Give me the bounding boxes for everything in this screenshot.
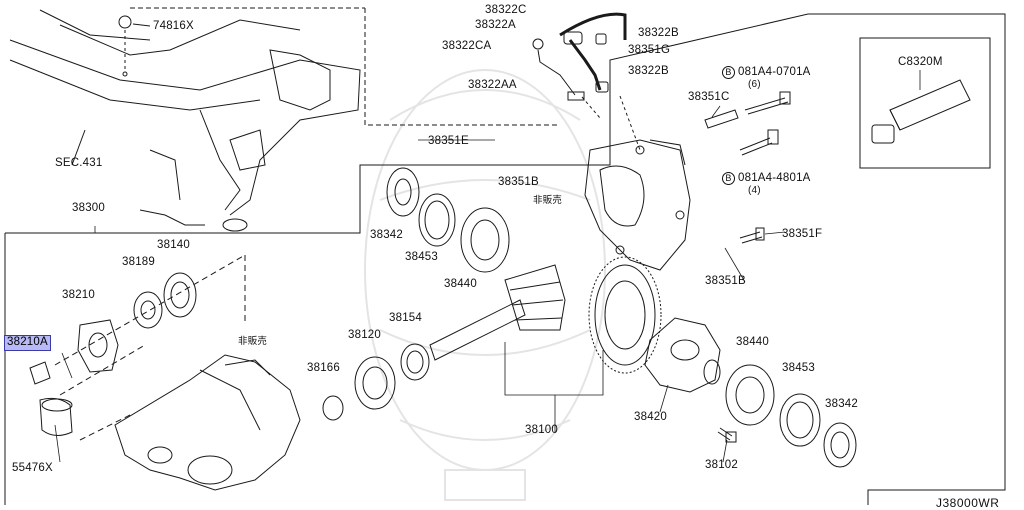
- rear-cover: [584, 139, 691, 271]
- label-081A4-0701A: 081A4-0701A: [738, 66, 811, 78]
- label-74816X: 74816X: [153, 20, 194, 32]
- label-38102: 38102: [705, 459, 738, 471]
- drive-pinion: [429, 264, 566, 361]
- label-38351C: 38351C: [688, 91, 730, 103]
- label-38351E: 38351E: [428, 135, 469, 147]
- label-38420: 38420: [634, 411, 667, 423]
- label-38166: 38166: [307, 362, 340, 374]
- companion-flange-group: [29, 272, 197, 436]
- label-38210A-highlighted[interactable]: 38210A: [4, 335, 51, 351]
- leader-lines: [54, 70, 921, 463]
- label-38300: 38300: [72, 202, 105, 214]
- label-38351B-right: 38351B: [705, 275, 746, 287]
- label-38440-left: 38440: [444, 278, 477, 290]
- bearing-group-lower: [717, 364, 857, 468]
- diff-case: [644, 317, 721, 393]
- label-38453-right: 38453: [782, 362, 815, 374]
- pinion-bearings: [322, 343, 430, 421]
- diagram-code: J38000WR: [936, 496, 1000, 510]
- crossmember-sketch: [9, 9, 361, 232]
- label-38351G: 38351G: [628, 44, 671, 56]
- carrier-housing: [114, 354, 301, 491]
- label-qty-6: (6): [748, 79, 761, 90]
- label-38342-right: 38342: [825, 398, 858, 410]
- label-38100: 38100: [525, 424, 558, 436]
- ring-gear: [588, 256, 662, 374]
- label-38322A: 38322A: [475, 19, 516, 31]
- label-081A4-4801A: 081A4-4801A: [738, 172, 811, 184]
- label-38351F: 38351F: [782, 228, 823, 240]
- label-not-for-sale-upper: 非販売: [533, 195, 563, 206]
- label-SEC431: SEC.431: [55, 157, 103, 169]
- label-38154: 38154: [389, 312, 422, 324]
- label-55476X: 55476X: [12, 462, 53, 474]
- circled-b-icon: B: [722, 66, 735, 79]
- label-38189: 38189: [122, 256, 155, 268]
- label-38120: 38120: [348, 329, 381, 341]
- breather-pipe: [532, 12, 641, 151]
- label-38440-right: 38440: [736, 336, 769, 348]
- label-38322C: 38322C: [485, 4, 527, 16]
- assembly-frame: [5, 13, 1006, 505]
- label-qty-4: (4): [748, 185, 761, 196]
- label-not-for-sale-lower: 非販売: [238, 336, 268, 347]
- bearing-group-upper: [386, 167, 510, 273]
- label-38322AA: 38322AA: [468, 79, 517, 91]
- label-38322B-mid: 38322B: [628, 65, 669, 77]
- label-38210: 38210: [62, 289, 95, 301]
- label-C8320M: C8320M: [898, 56, 943, 68]
- label-38140: 38140: [157, 239, 190, 251]
- grease-tube: [871, 79, 971, 144]
- label-38453-left: 38453: [405, 251, 438, 263]
- label-38322CA: 38322CA: [442, 40, 492, 52]
- circled-b-icon-2: B: [722, 172, 735, 185]
- label-38351B-top: 38351B: [498, 176, 539, 188]
- label-38342-left: 38342: [370, 229, 403, 241]
- bolts-upper: [704, 91, 791, 244]
- grease-box: [859, 37, 991, 169]
- dashed-guides: [54, 254, 246, 441]
- label-38322B-top: 38322B: [638, 27, 679, 39]
- watermark-crest: [364, 69, 606, 501]
- dashed-box-top: [364, 8, 560, 126]
